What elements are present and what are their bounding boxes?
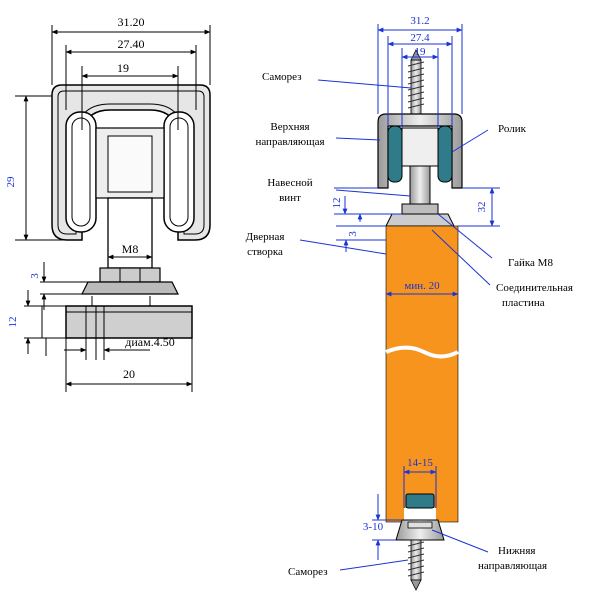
label-upper-guide-line2: направляющая	[255, 136, 324, 148]
right-dim-inner-width: 27.4	[410, 32, 430, 44]
connecting-plate	[385, 213, 455, 227]
label-plate-line2: пластина	[502, 297, 545, 309]
right-dim-lower-width: 14-15	[407, 457, 433, 469]
nut-m8	[401, 203, 439, 215]
left-dim-bolt: M8	[122, 242, 139, 256]
right-roller-left	[387, 125, 403, 183]
left-dim-height: 29	[5, 176, 17, 188]
right-roller-right	[437, 125, 453, 183]
left-dim-plate-width: 20	[123, 367, 135, 381]
label-upper-guide-line1: Верхняя	[270, 121, 309, 133]
right-dim-bolt-gap: 12	[331, 198, 343, 209]
label-lower-guide-line1: Нижняя	[498, 545, 535, 557]
door-break-line	[385, 345, 459, 359]
right-dim-clearance: 32	[476, 202, 488, 213]
label-nut-m8: Гайка М8	[508, 257, 553, 269]
left-dim-nut-height: 3	[29, 273, 41, 279]
left-dim-plate-height: 12	[7, 317, 19, 328]
top-screw	[407, 49, 425, 117]
bottom-screw	[407, 539, 425, 591]
label-door-leaf-line2: створка	[247, 246, 283, 258]
left-view: 31.20 27.40 19 29 M8 3 12 д	[5, 15, 211, 392]
label-screw-bottom: Саморез	[288, 566, 328, 578]
label-roller: Ролик	[498, 123, 527, 135]
right-dim-min-thickness: мин. 20	[404, 280, 440, 292]
right-dim-nut-gap: 3	[347, 231, 359, 237]
left-dim-overall-width: 31.20	[118, 15, 145, 29]
label-door-leaf-line1: Дверная	[246, 231, 285, 243]
upper-guide-rail	[377, 113, 463, 189]
label-hanging-screw-line2: винт	[279, 192, 301, 204]
label-hanging-screw-line1: Навесной	[267, 177, 312, 189]
left-dim-hole-diameter: диам.4.50	[125, 335, 174, 349]
right-view: 31.2 27.4 19 12 3 32 мин. 20 14-15 3-10 …	[246, 15, 573, 591]
left-nut	[99, 267, 161, 283]
label-plate-line1: Соединительная	[496, 282, 573, 294]
left-roller-left	[65, 111, 97, 233]
right-dim-roller-span: 19	[415, 46, 427, 58]
left-roller-right	[163, 111, 195, 233]
left-dim-roller-span: 19	[117, 61, 129, 75]
hanging-screw	[409, 165, 431, 205]
right-dim-lower-gap: 3-10	[363, 521, 384, 533]
right-dim-overall-width: 31.2	[410, 15, 429, 27]
lower-roller	[405, 493, 435, 509]
left-dim-inner-width: 27.40	[118, 37, 145, 51]
label-lower-guide-line2: направляющая	[478, 560, 547, 572]
label-screw-top: Саморез	[262, 71, 302, 83]
left-mounting-plate	[65, 305, 193, 339]
door-leaf	[385, 225, 459, 523]
